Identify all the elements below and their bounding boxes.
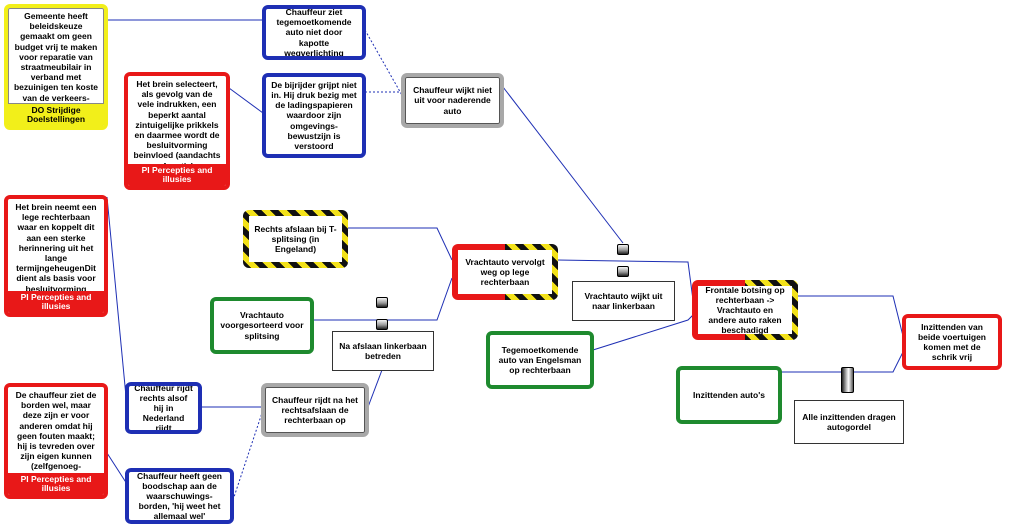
node-brein-selecteert[interactable]: Het brein selecteert, als gevolg van de …	[124, 72, 230, 190]
edge-brein2-nederland	[106, 196, 128, 408]
node-chauffeur-nederland[interactable]: Chauffeur rijdt rechts alsof hij in Nede…	[125, 382, 202, 434]
node-brein-neemt[interactable]: Het brein neemt een lege rechterbaan waa…	[4, 195, 108, 317]
node-rechts-afslaan[interactable]: Rechts afslaan bij T-splitsing (in Engel…	[243, 210, 348, 268]
node-text: De bijrijder grijpt niet in. Hij druk be…	[271, 79, 357, 151]
node-borden-zelfgenoegzaamheid[interactable]: De chauffeur ziet de borden wel, maar de…	[4, 383, 108, 499]
node-text: Na afslaan linkerbaan betreden	[339, 340, 427, 361]
edge-brein1-bijrijder	[228, 87, 264, 114]
node-vrachtauto-vervolgt[interactable]: Vrachtauto vervolgt weg op lege rechterb…	[452, 244, 558, 300]
node-bijrijder[interactable]: De bijrijder grijpt niet in. Hij druk be…	[262, 73, 366, 158]
edge-ziet-wijkt-niet	[364, 29, 404, 98]
node-inzittenden-vrij[interactable]: Inzittenden van beide voertuigen komen m…	[902, 314, 1002, 370]
edge-boodschap-rijdt-na	[232, 409, 264, 501]
node-text: Alle inzittenden dragen autogordel	[802, 411, 896, 432]
node-autogordel[interactable]: Alle inzittenden dragen autogordel	[794, 400, 904, 444]
node-footer: PI Percepties and illusies	[8, 473, 104, 495]
edge-rechts-afslaan-vervolgt	[347, 227, 453, 261]
edge-frontale-inzittenden-vrij	[798, 295, 905, 341]
node-wijkt-niet-uit[interactable]: Chauffeur wijkt niet uit voor naderende …	[401, 73, 504, 128]
node-na-afslaan-linkerbaan[interactable]: Na afslaan linkerbaan betreden	[332, 331, 434, 371]
node-text: Frontale botsing op rechterbaan -> Vrach…	[705, 284, 785, 336]
edge-vervolgt-frontale	[556, 259, 694, 301]
node-inzittenden-autos[interactable]: Inzittenden auto's	[676, 366, 782, 424]
node-rijdt-na-afslaan[interactable]: Chauffeur rijdt na het rechtsafslaan de …	[261, 383, 369, 437]
node-text: Inzittenden van beide voertuigen komen m…	[917, 321, 986, 363]
node-frontale-botsing[interactable]: Frontale botsing op rechterbaan -> Vrach…	[692, 280, 798, 340]
node-text: Gemeente heeft beleidskeuze gemaakt om g…	[13, 11, 99, 113]
edge-vrachtauto-voor-vervolgt	[313, 277, 453, 321]
node-text: Vrachtauto wijkt uit naar linkerbaan	[584, 290, 663, 311]
edge-wijkt-niet-barrier	[502, 86, 624, 244]
node-text: De chauffeur ziet de borden wel, maar de…	[15, 390, 97, 482]
node-text: Tegemoetkomende auto van Engelsman op re…	[498, 344, 582, 376]
node-text: Het brein selecteert, als gevolg van de …	[133, 79, 221, 171]
edge-borden-boodschap	[106, 452, 128, 485]
edge-inzittenden-autos-inzittenden-vrij	[781, 349, 905, 373]
barrier-icon	[617, 244, 629, 255]
node-chauffeur-boodschap[interactable]: Chauffeur heeft geen boodschap aan de wa…	[125, 468, 234, 524]
node-footer: PI Percepties and illusies	[8, 291, 104, 313]
node-text: Het brein neemt een lege rechterbaan waa…	[15, 202, 97, 304]
node-footer: PI Percepties and illusies	[128, 164, 226, 186]
node-footer: DO Strijdige Doelstellingen	[8, 103, 104, 126]
node-chauffeur-ziet[interactable]: Chauffeur ziet tegemoetkomende auto niet…	[262, 5, 366, 60]
edge-rijdt-na-na-afslaan	[367, 369, 383, 408]
node-text: Rechts afslaan bij T-splitsing (in Engel…	[254, 223, 337, 255]
node-text: Chauffeur wijkt niet uit voor naderende …	[413, 85, 492, 116]
barrier-icon	[617, 266, 629, 277]
edge-tegemoet-frontale	[592, 314, 694, 351]
node-gemeente-budget[interactable]: Gemeente heeft beleidskeuze gemaakt om g…	[4, 4, 108, 130]
node-text: Chauffeur heeft geen boodschap aan de wa…	[136, 470, 222, 522]
barrier-icon	[841, 367, 854, 393]
node-text: Chauffeur rijdt na het rechtsafslaan de …	[272, 394, 358, 426]
barrier-icon	[376, 297, 388, 308]
node-vrachtauto-voorgesorteerd[interactable]: Vrachtauto voorgesorteerd voor splitsing	[210, 297, 314, 354]
barrier-icon	[376, 319, 388, 330]
node-text: Vrachtauto voorgesorteerd voor splitsing	[220, 310, 304, 341]
node-text: Chauffeur rijdt rechts alsof hij in Nede…	[134, 382, 193, 434]
node-text: Inzittenden auto's	[693, 389, 765, 400]
node-wijkt-naar-linkerbaan[interactable]: Vrachtauto wijkt uit naar linkerbaan	[572, 281, 675, 321]
node-text: Vrachtauto vervolgt weg op lege rechterb…	[465, 256, 545, 288]
node-tegemoetkomende-auto[interactable]: Tegemoetkomende auto van Engelsman op re…	[486, 331, 594, 389]
node-text: Chauffeur ziet tegemoetkomende auto niet…	[276, 7, 352, 58]
